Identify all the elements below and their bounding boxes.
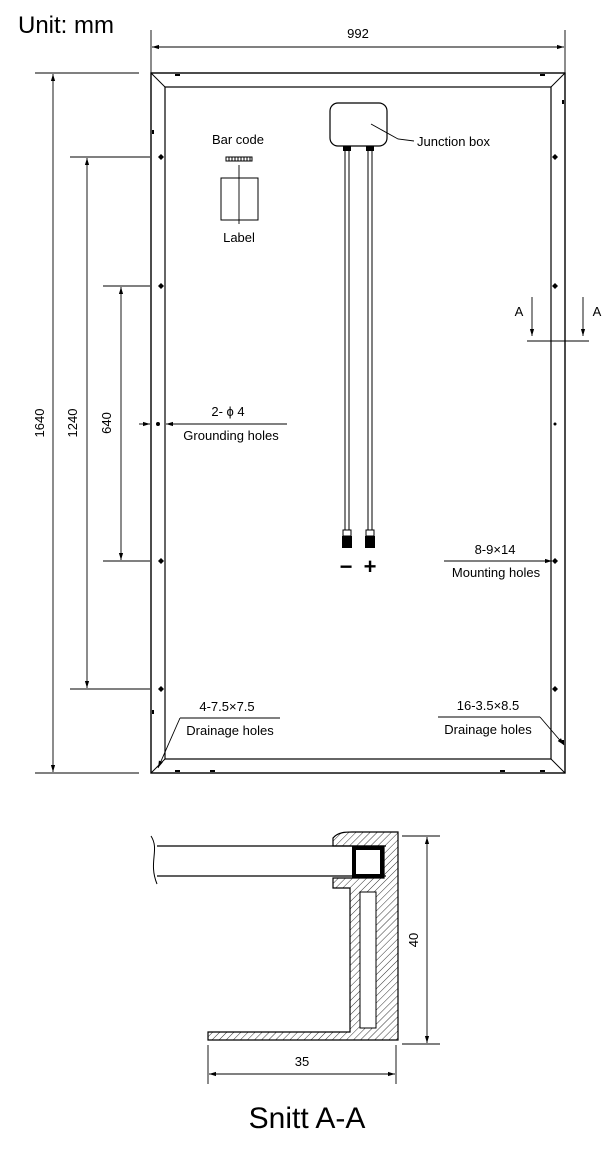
frame-cross-section: 40 35 [150,831,440,1084]
section-title: Snitt A-A [249,1102,366,1135]
drainage-left-label: Drainage holes [186,723,274,738]
mounting-hole-marks [158,154,558,692]
label-text: Label [223,230,255,245]
dim-640-label: 640 [99,412,114,434]
drainage-holes-right-callout: 16-3.5×8.5 Drainage holes [438,698,565,746]
dim-1240-label: 1240 [65,409,80,438]
label-plate: Label [220,165,259,245]
bar-code-label: Bar code [212,132,264,147]
bar-code: Bar code [212,132,264,162]
height-dimension: 1640 [32,72,139,774]
width-dimension: 992 [150,26,566,73]
mounting-spec: 8-9×14 [475,542,516,557]
mounting-holes-label: Mounting holes [452,565,541,580]
drainage-left-spec: 4-7.5×7.5 [199,699,254,714]
minus-terminal: − [340,554,353,579]
grounding-holes-callout: 2- ϕ 4 Grounding holes [139,404,287,443]
drainage-right-spec: 16-3.5×8.5 [457,698,520,713]
unit-label: Unit: mm [18,12,114,39]
grounding-spec: 2- ϕ 4 [211,404,244,419]
mounting-span-1240: 1240 [65,156,150,690]
panel-outline [150,72,566,774]
width-label: 992 [347,26,369,41]
section-width-label: 35 [295,1054,309,1069]
drainage-holes-left-callout: 4-7.5×7.5 Drainage holes [157,699,280,769]
section-height-label: 40 [406,933,421,947]
section-mark-left: A [515,304,524,319]
height-label: 1640 [32,409,47,438]
junction-box: Junction box − + [329,102,490,579]
mounting-span-640: 640 [99,285,150,562]
junction-box-label: Junction box [417,134,490,149]
mounting-holes-callout: 8-9×14 Mounting holes [444,542,552,580]
section-mark-right: A [593,304,602,319]
drainage-right-label: Drainage holes [444,722,532,737]
section-mark: A A [515,297,602,342]
grounding-holes-label: Grounding holes [183,428,279,443]
plus-terminal: + [364,554,377,579]
